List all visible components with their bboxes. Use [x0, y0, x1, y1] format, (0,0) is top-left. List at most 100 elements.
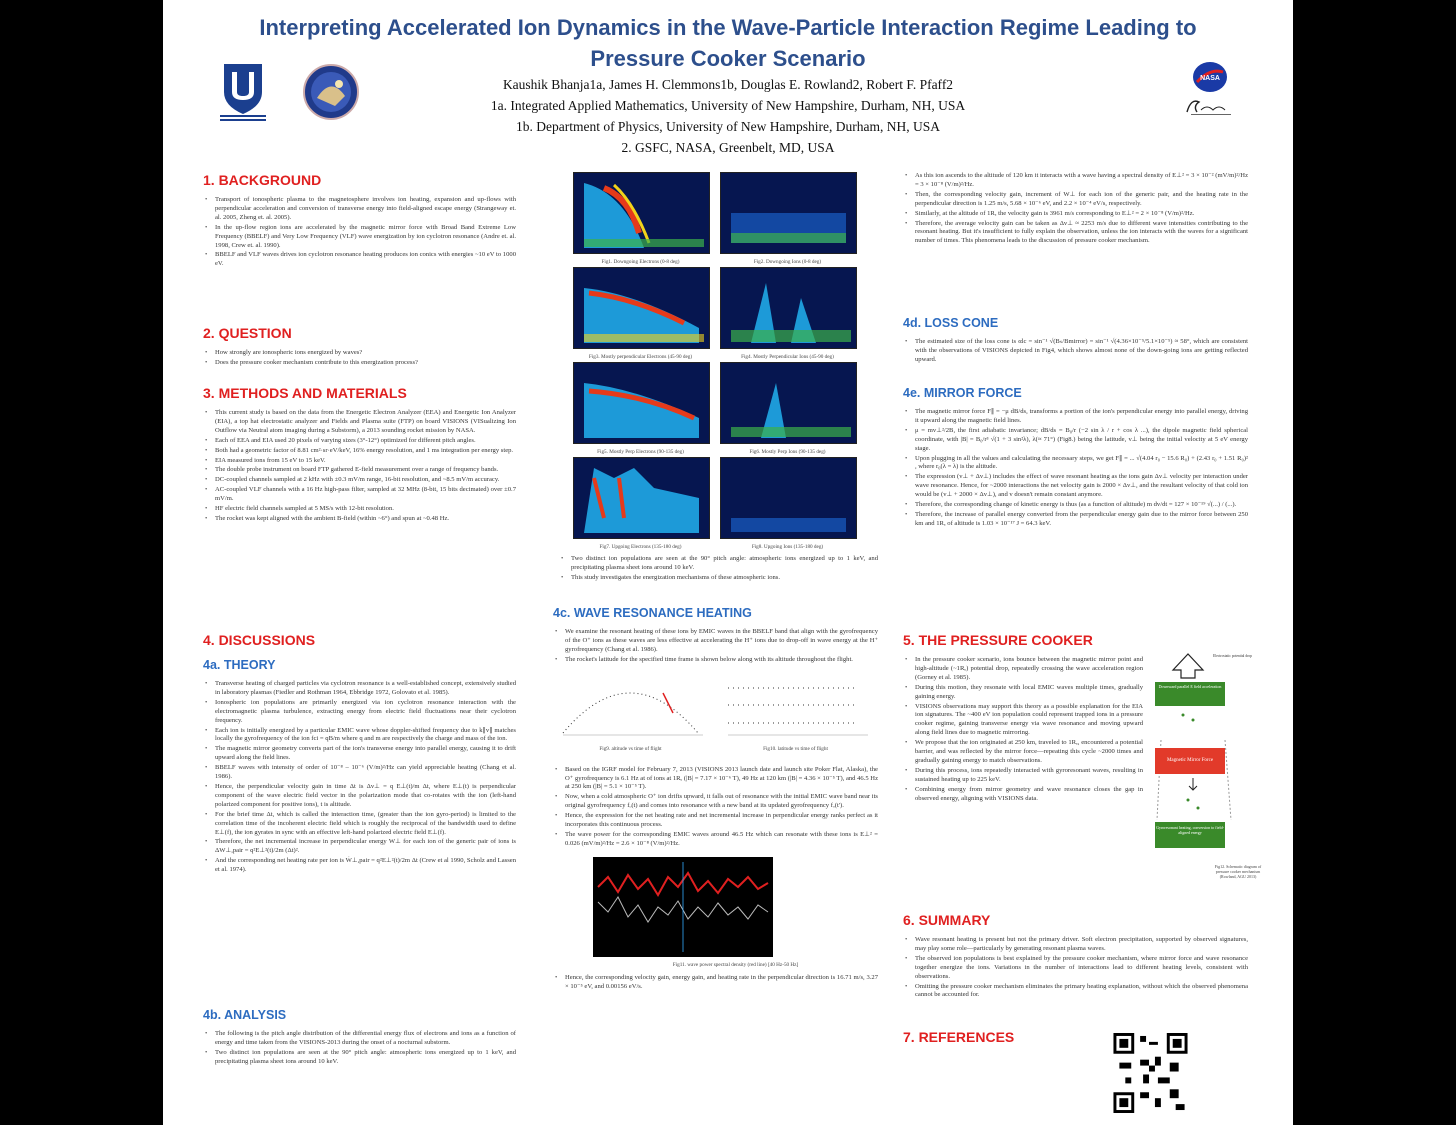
figure-caption: Fig7. Upgoing Electrons (135-180 deg): [599, 544, 682, 550]
spectrogram-electrons-perp-icon: [573, 267, 710, 349]
figure-panel: Fig4. Mostly Perpendicular Ions (45-90 d…: [720, 267, 857, 360]
figure-caption: Fig11. wave power spectral density (red …: [672, 961, 799, 968]
section-pressure-cooker: 5. THE PRESSURE COOKER In the pressure c…: [903, 632, 1143, 805]
authors-block: Kaushik Bhanja1a, James H. Clemmons1b, D…: [283, 74, 1173, 158]
visions-mission-logo-icon: [303, 64, 359, 120]
list-item: Now, when a cold atmospheric O⁺ ion drif…: [555, 793, 878, 811]
heading-mirror-force: 4e. MIRROR FORCE: [903, 386, 1022, 400]
spectrogram-grid: Fig1. Downgoing Electrons (0-8 deg) Fig2…: [573, 172, 863, 550]
figure-panel: Fig6. Mostly Perp Ions (90-135 deg): [720, 362, 857, 455]
list-item: This study investigates the energization…: [561, 574, 878, 583]
list-item: The rocket was kept aligned with the amb…: [205, 515, 516, 524]
list-item: Then, the corresponding velocity gain, i…: [905, 191, 1248, 209]
heading-theory: 4a. THEORY: [203, 658, 276, 672]
list-item: Hence, the perpendicular velocity gain i…: [205, 783, 516, 810]
heading-pressure-cooker: 5. THE PRESSURE COOKER: [903, 632, 1093, 648]
list-item: Hence, the corresponding velocity gain, …: [555, 974, 878, 992]
affiliation-1b: 1b. Department of Physics, University of…: [515, 119, 941, 134]
list-item: Two distinct ion populations are seen at…: [561, 555, 878, 573]
section-analysis: 4b. ANALYSIS The following is the pitch …: [203, 1008, 516, 1068]
list-item: And the corresponding net heating rate p…: [205, 857, 516, 875]
spectrogram-ions-perp2-icon: [720, 362, 857, 444]
figures-notes: Two distinct ion populations are seen at…: [553, 555, 878, 584]
list-item: Therefore, the net incremental increase …: [205, 838, 516, 856]
list-item: The expression (v⊥ + Δv⊥) includes the e…: [905, 473, 1248, 500]
poster: Interpreting Accelerated Ion Dynamics in…: [163, 0, 1293, 1125]
figure-panel: Fig3. Mostly perpendicular Electrons (45…: [573, 267, 710, 360]
affiliation-2: 2. GSFC, NASA, Greenbelt, MD, USA: [621, 140, 835, 155]
section-references: 7. REFERENCES: [903, 1029, 1103, 1045]
section-mirror-force: 4e. MIRROR FORCE The magnetic mirror for…: [903, 386, 1248, 530]
list-item: Therefore, the corresponding change of k…: [905, 501, 1248, 510]
figure-panel: Fig11. wave power spectral density (red …: [593, 856, 878, 968]
list-item: How strongly are ionospheric ions energi…: [205, 349, 516, 358]
spectrogram-ions-down-icon: [720, 172, 857, 254]
diagram-box-mirror-force: Magnetic Mirror Force: [1155, 748, 1225, 774]
figure-panel: Fig10. latitude vs time of flight: [718, 672, 873, 752]
list-item: Both had a geometric factor of 8.81 cm²·…: [205, 447, 516, 456]
spectrogram-electrons-up-icon: [573, 457, 710, 539]
list-item: AC-coupled VLF channels with a 16 Hz hig…: [205, 486, 516, 504]
list-item: BBELF waves with intensity of order of 1…: [205, 764, 516, 782]
list-item: Transverse heating of charged particles …: [205, 680, 516, 698]
figure-panel: Fig2. Downgoing Ions (0-8 deg): [720, 172, 857, 265]
figure-caption: Fig6. Mostly Perp Ions (90-135 deg): [749, 449, 826, 455]
figure-panel: Fig9. altitude vs time of flight: [553, 672, 708, 752]
heading-references: 7. REFERENCES: [903, 1029, 1015, 1045]
list-item: VISIONS observations may support this th…: [905, 703, 1143, 739]
heading-discussions: 4. DISCUSSIONS: [203, 632, 316, 648]
list-item: DC-coupled channels sampled at 2 kHz wit…: [205, 476, 516, 485]
latitude-plot-icon: [718, 672, 873, 741]
list-item: The double probe instrument on board FTP…: [205, 466, 516, 475]
figure-caption: Fig8. Upgoing Ions (135-180 deg): [751, 544, 824, 550]
list-item: Upon plugging in all the values and calc…: [905, 455, 1248, 473]
spectrogram-ions-perp-icon: [720, 267, 857, 349]
list-item: For the brief time Δt, which is called t…: [205, 811, 516, 838]
list-item: During this process, ions repeatedly int…: [905, 767, 1143, 785]
list-item: Therefore, the increase of parallel ener…: [905, 511, 1248, 529]
figure-caption: Fig5. Mostly Perp Electrons (90-135 deg): [597, 449, 684, 455]
wave-power-spectrum-icon: [593, 856, 773, 957]
altitude-plot-icon: [553, 672, 708, 741]
list-item: BBELF and VLF waves drives ion cyclotron…: [205, 251, 516, 269]
list-item: The wave power for the corresponding EMI…: [555, 831, 878, 849]
list-item: Combining energy from mirror geometry an…: [905, 786, 1143, 804]
figure-panel: Fig8. Upgoing Ions (135-180 deg): [720, 457, 857, 550]
list-item: Does the pressure cooker mechanism contr…: [205, 359, 516, 368]
unh-logo-icon: [220, 64, 266, 121]
figure-caption: Fig12. Schematic diagram of pressure coo…: [1214, 864, 1262, 879]
list-item: Wave resonant heating is present but not…: [905, 936, 1248, 954]
list-item: Similarly, at the altitude of 1Rₑ the ve…: [905, 210, 1248, 219]
author-list: Kaushik Bhanja1a, James H. Clemmons1b, D…: [502, 77, 954, 92]
goddard-logo-icon: [1186, 100, 1231, 115]
list-item: Each ion is initially energized by a par…: [205, 727, 516, 745]
list-item: In the pressure cooker scenario, ions bo…: [905, 656, 1143, 683]
list-item: Each of EEA and EIA used 20 pixels of va…: [205, 437, 516, 446]
affiliation-1a: 1a. Integrated Applied Mathematics, Univ…: [490, 98, 966, 113]
list-item: Two distinct ion populations are seen at…: [205, 1049, 516, 1067]
list-item: In the up-flow region ions are accelerat…: [205, 224, 516, 251]
spectrogram-ions-up-icon: [720, 457, 857, 539]
nasa-logo-icon: NASA: [1193, 62, 1227, 92]
heading-question: 2. QUESTION: [203, 325, 292, 341]
list-item: The rocket's latitude for the specified …: [555, 656, 878, 665]
section-wave-resonance: 4c. WAVE RESONANCE HEATING We examine th…: [553, 606, 878, 993]
diagram-box-heating: Gyroresonant heating, conversion to fiel…: [1155, 822, 1225, 848]
figure-panel: Fig5. Mostly Perp Electrons (90-135 deg): [573, 362, 710, 455]
list-item: HF electric field channels sampled at 5 …: [205, 505, 516, 514]
qr-code-icon[interactable]: [1113, 1033, 1188, 1113]
figure-caption: Fig4. Mostly Perpendicular Ions (45-90 d…: [741, 354, 834, 360]
figure-caption: Fig9. altitude vs time of flight: [599, 745, 662, 752]
title-line-1: Interpreting Accelerated Ion Dynamics in…: [259, 15, 1197, 40]
list-item: Omitting the pressure cooker mechanism e…: [905, 983, 1248, 1001]
list-item: This current study is based on the data …: [205, 409, 516, 436]
figure-caption: Fig1. Downgoing Electrons (0-8 deg): [601, 259, 680, 265]
list-item: We examine the resonant heating of these…: [555, 628, 878, 655]
section-background: 1. BACKGROUND Transport of ionospheric p…: [203, 172, 516, 270]
section-question: 2. QUESTION How strongly are ionospheric…: [203, 325, 516, 369]
spectrogram-electrons-perp2-icon: [573, 362, 710, 444]
section-summary: 6. SUMMARY Wave resonant heating is pres…: [903, 912, 1248, 1001]
list-item: Based on the IGRF model for February 7, …: [555, 766, 878, 793]
list-item: During this motion, they resonate with l…: [905, 684, 1143, 702]
spectrogram-electrons-down-icon: [573, 172, 710, 254]
